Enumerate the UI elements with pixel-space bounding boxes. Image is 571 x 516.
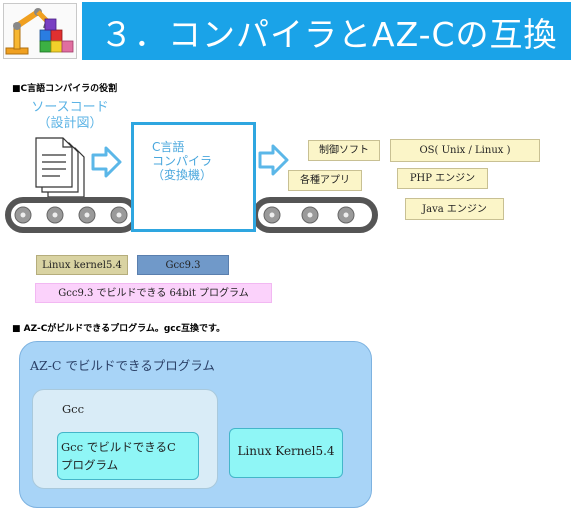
gcc-programs-label: Gcc でビルドできるC プログラム xyxy=(61,438,197,474)
title-band xyxy=(82,2,571,60)
gcc-programs-label-line: Gcc でビルドできるC xyxy=(61,440,176,454)
document-stack-icon xyxy=(35,137,85,198)
conveyor-belt-left xyxy=(5,197,139,233)
conveyor-belt-right xyxy=(252,197,378,233)
output-applications: 各種アプリ xyxy=(288,170,362,191)
output-os: OS( Unix / Linux ) xyxy=(390,139,540,162)
compiler-box xyxy=(131,122,256,232)
compiler-label-line: コンパイラ xyxy=(152,154,213,168)
source-code-label: ソースコード （設計図） xyxy=(30,100,110,132)
tag-gcc-buildable: Gcc9.3 でビルドできる 64bit プログラム xyxy=(35,283,272,303)
section-heading-azc-programs: ■ AZ-Cがビルドできるプログラム。gcc互換です。 xyxy=(12,324,226,334)
linux-kernel-label: Linux Kernel5.4 xyxy=(237,444,335,458)
compiler-label-line: （変換機） xyxy=(152,168,213,182)
gcc-programs-label-line: プログラム xyxy=(61,458,119,472)
tag-linux-kernel: Linux kernel5.4 xyxy=(36,255,128,275)
compiler-label-line: C言語 xyxy=(152,140,185,154)
source-code-label-line: ソースコード xyxy=(31,100,109,115)
azc-buildable-label: AZ-C でビルドできるプログラム xyxy=(30,358,215,373)
output-php-engine: PHP エンジン xyxy=(397,168,488,189)
slide-title: ３．コンパイラとAZ-Cの互換 xyxy=(100,15,558,54)
linux-kernel-region xyxy=(229,428,343,478)
compiler-label: C言語 コンパイラ （変換機） xyxy=(152,140,212,182)
tag-gcc: Gcc9.3 xyxy=(137,255,229,275)
arrow-right-icon xyxy=(91,146,122,178)
gcc-programs-region xyxy=(57,432,199,480)
gcc-region-label: Gcc xyxy=(62,402,85,416)
section-heading-compiler-role: ■C言語コンパイラの役割 xyxy=(12,84,118,94)
output-java-engine: Java エンジン xyxy=(405,198,504,220)
output-control-software: 制御ソフト xyxy=(308,140,380,161)
compiler-diagram xyxy=(5,137,378,233)
robot-arm-logo xyxy=(3,3,77,59)
arrow-right-icon xyxy=(258,144,289,176)
source-code-label-line: （設計図） xyxy=(37,116,103,131)
